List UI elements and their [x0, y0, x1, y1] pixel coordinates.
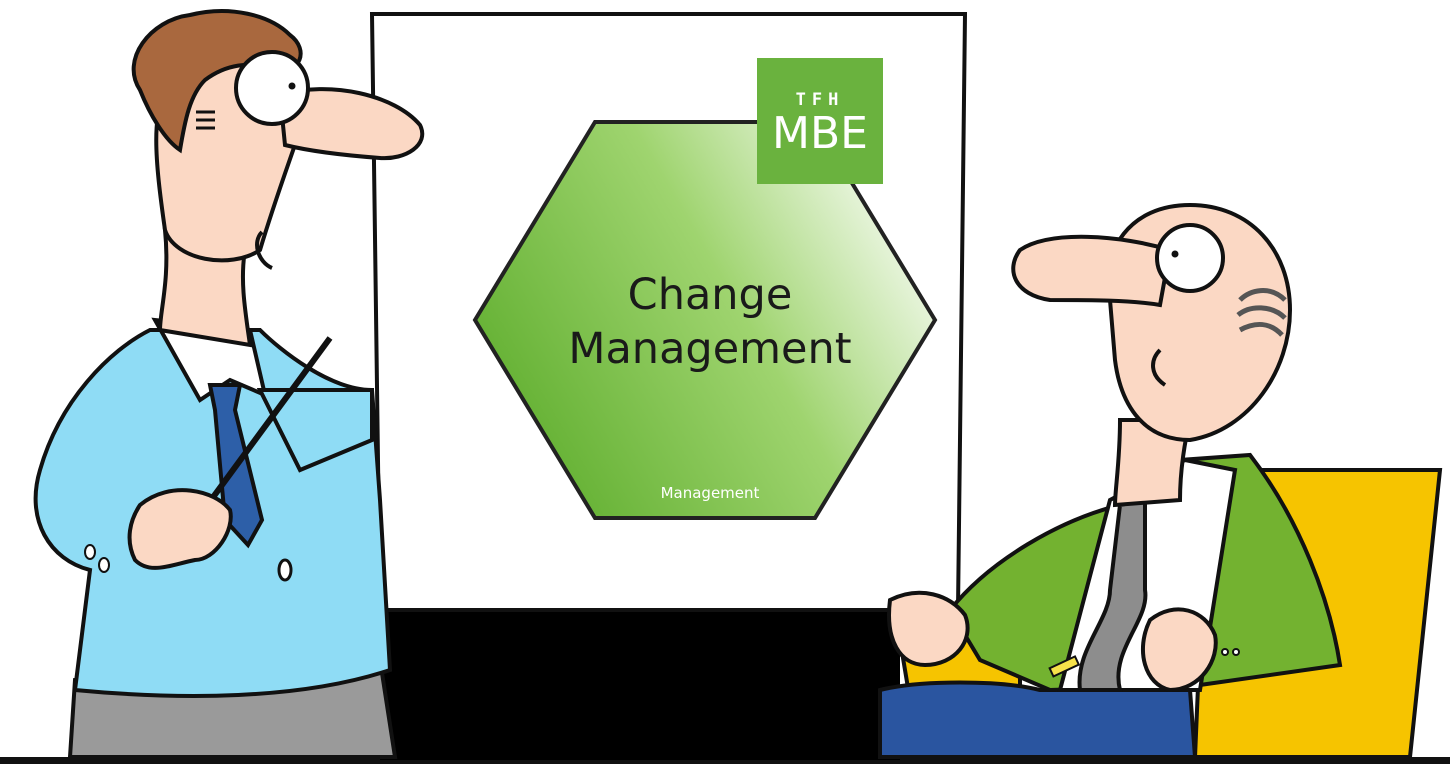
hexagon-title: Change Management: [520, 268, 900, 376]
presenter-man: [33, 9, 425, 759]
tfh-mbe-logo: [757, 58, 883, 184]
floor-line: [0, 757, 1450, 764]
hexagon-subtitle: Management: [660, 484, 760, 502]
hexagon-title-line1: Change: [627, 270, 793, 320]
seated-man: [878, 202, 1443, 759]
shadow-area: [380, 600, 900, 760]
hexagon-title-line2: Management: [568, 324, 852, 374]
logo-main-text: MBE: [772, 108, 868, 159]
logo-top-text: TFH: [795, 90, 845, 110]
